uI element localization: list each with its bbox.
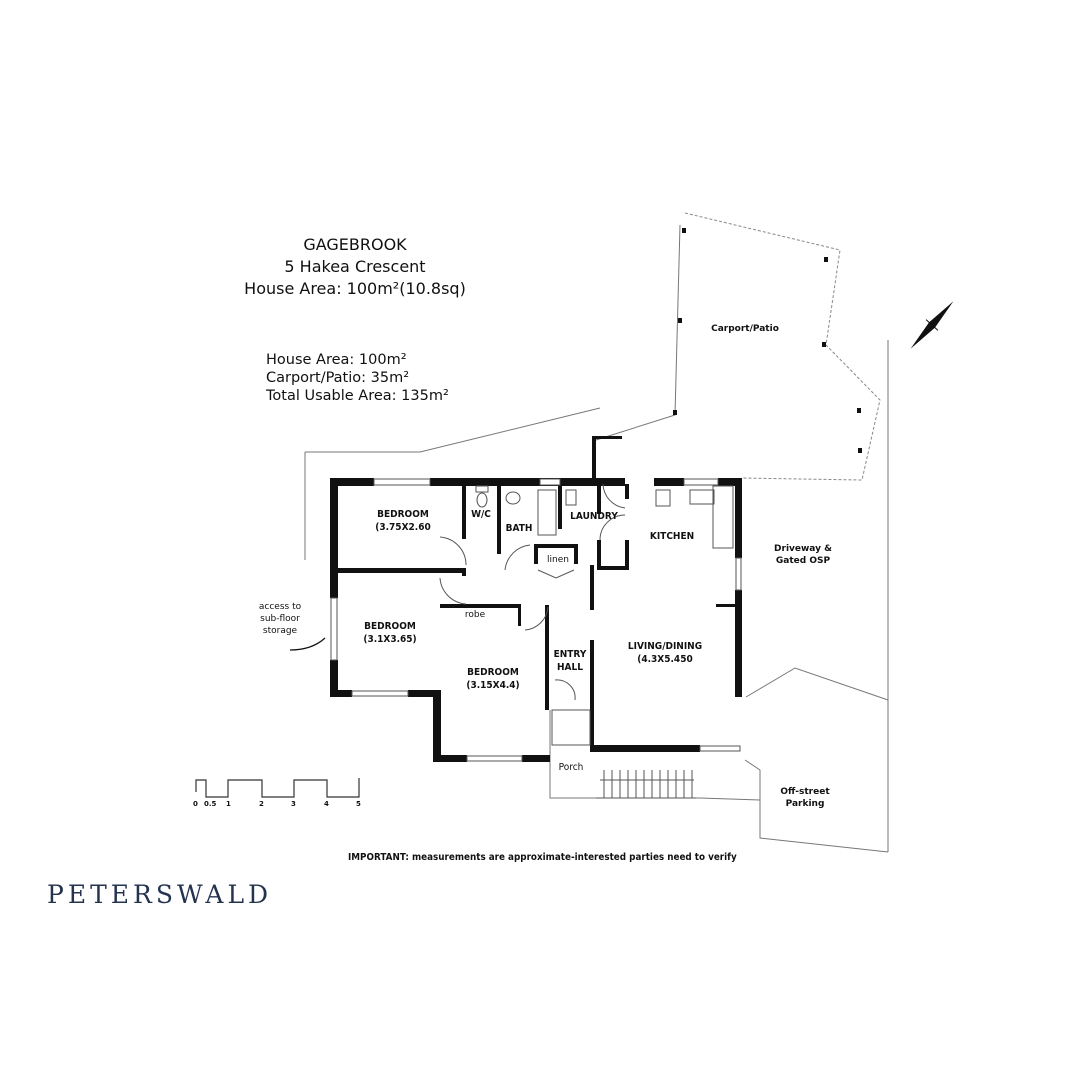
carport-posts xyxy=(673,228,862,453)
site-carport-patio: Carport/Patio xyxy=(711,324,779,334)
scale-tick-0-5: 0.5 xyxy=(204,800,217,808)
room-kitchen: KITCHEN xyxy=(649,531,695,542)
site-driveway: Driveway &Gated OSP xyxy=(774,544,832,566)
scale-tick-2: 2 xyxy=(259,800,264,808)
north-arrow-icon xyxy=(910,301,954,349)
room-linen: linen xyxy=(547,555,569,565)
room-living-dining: LIVING/DINING(4.3X5.450 xyxy=(627,641,703,665)
area-carport: Carport/Patio: 35m² xyxy=(266,370,410,386)
subfloor-arrow-icon xyxy=(289,637,326,651)
room-robe: robe xyxy=(464,610,486,620)
scale-bar xyxy=(195,778,360,798)
disclaimer: IMPORTANT: measurements are approximate-… xyxy=(348,852,737,863)
room-laundry: LAUNDRY xyxy=(570,511,618,522)
scale-tick-3: 3 xyxy=(291,800,296,808)
scale-tick-5: 5 xyxy=(356,800,361,808)
fixtures xyxy=(439,483,734,746)
area-total: Total Usable Area: 135m² xyxy=(266,388,449,404)
header-suburb: GAGEBROOK xyxy=(303,235,407,254)
porch-steps xyxy=(596,770,696,799)
area-house: House Area: 100m² xyxy=(266,352,407,368)
scale-tick-4: 4 xyxy=(324,800,329,808)
header-house-area: House Area: 100m²(10.8sq) xyxy=(244,279,466,298)
windows xyxy=(330,478,742,762)
scale-tick-0: 0 xyxy=(193,800,198,808)
brand-logo: PETERSWALD xyxy=(47,880,273,909)
scale-tick-1: 1 xyxy=(226,800,231,808)
carport-outline xyxy=(684,212,881,481)
site-boundary xyxy=(304,224,889,853)
header-address: 5 Hakea Crescent xyxy=(284,257,426,276)
room-bedroom-3: BEDROOM(3.15X4.4) xyxy=(466,667,520,691)
room-porch: Porch xyxy=(558,762,584,773)
room-bath: BATH xyxy=(505,523,533,534)
room-bedroom-2: BEDROOM(3.1X3.65) xyxy=(363,621,417,645)
walls xyxy=(330,436,742,762)
room-wc: W/C xyxy=(471,509,491,520)
room-bedroom-1: BEDROOM(3.75X2.60 xyxy=(375,509,431,533)
